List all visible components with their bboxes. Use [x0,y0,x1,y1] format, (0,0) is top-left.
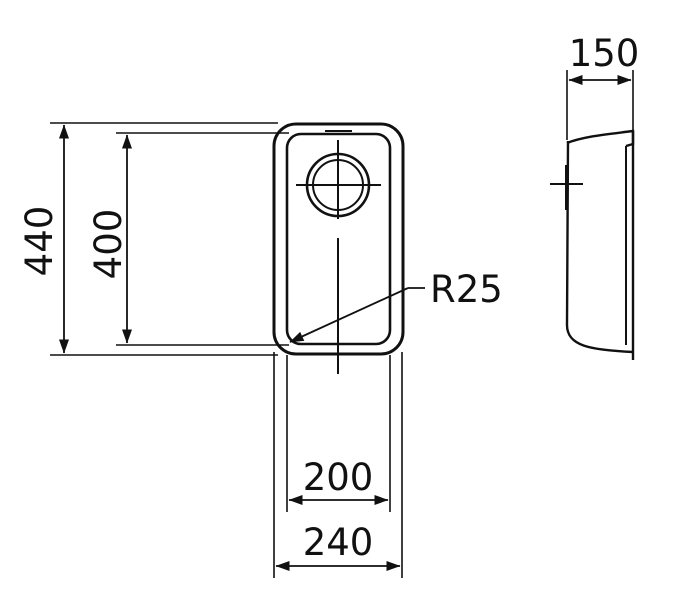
outer-width-label: 240 [303,521,374,564]
depth-dimension: 150 [566,32,640,140]
corner-radius-callout: R25 [289,268,503,343]
inner-height-dimension: 400 [87,132,289,346]
outer-height-label: 440 [18,206,61,277]
outer-height-dimension: 440 [18,122,278,356]
side-bowl-body [565,140,634,354]
corner-radius-label: R25 [430,268,503,311]
depth-label: 150 [569,32,640,75]
side-rim-flange [566,129,635,148]
outer-width-dimension: 240 [273,352,403,578]
radius-leader-line [289,287,409,343]
inner-width-dimension: 200 [286,355,391,512]
inner-width-label: 200 [303,456,374,499]
sink-top-view [272,122,405,374]
inner-height-label: 400 [87,209,130,280]
sink-side-view [550,129,635,360]
